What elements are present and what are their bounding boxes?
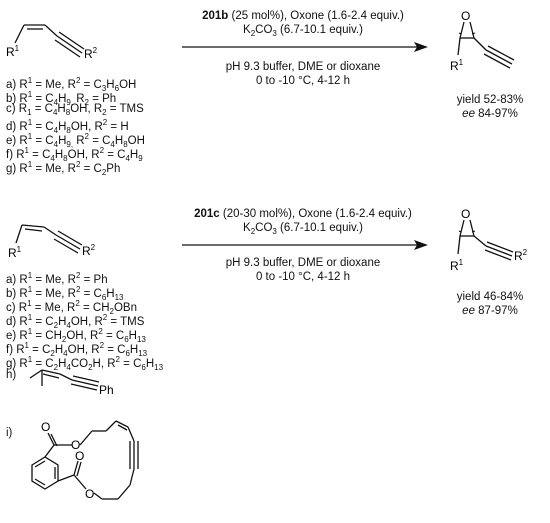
entry-1c: c) R1 = C4H8OH, R2 = TMS [6,103,144,117]
epoxide-oxygen-1: O [461,9,470,23]
entry-2e: e) R1 = CH2OH, R2 = C6H13 [6,327,146,344]
entry-2c: c) R1 = Me, R2 = CH2OBn [6,299,137,316]
r2-label: R2 [84,46,98,61]
ester-oxygen-1: O [71,438,80,452]
base-1: K2CO3 (6.7-10.1 equiv.) [243,24,363,38]
entry-2d: d) R1 = C2H4OH, R2 = TMS [6,313,145,330]
conditions-2-top: 201c (20-30 mol%), Oxone (1.6-2.4 equiv.… [182,207,424,239]
phenyl-label: Ph [99,383,114,397]
r1-label: R1 [6,44,20,59]
ester-oxygen-2: O [85,487,94,501]
carbonyl-oxygen-1: O [41,420,50,434]
base-2: K2CO3 (6.7-10.1 equiv.) [243,222,363,236]
conditions-1-top: 201b (25 mol%), Oxone (1.6-2.4 equiv.) K… [182,9,424,41]
entry-2a: a) R1 = Me, R2 = Ph [6,271,108,286]
entry-1f: f) R1 = C4H8OH, R2 = C4H9 [6,146,143,163]
catalyst-201c: 201c [194,208,220,220]
entry-1d: d) R1 = C4H8OH, R2 = H [6,118,129,135]
reactant-enyne-2: R1 R2 [8,224,96,260]
product-r2-label-2: R2 [514,248,528,263]
product-r1-label-1: R1 [450,58,464,73]
entry-1e: e) R1 = C4H9, R2 = C4H8OH [6,132,145,149]
conditions-1-bottom: pH 9.3 buffer, DME or dioxane 0 to -10 °… [225,61,381,87]
entry-1b: b) R1 = C4H9, R2 = Ph [6,90,117,107]
yield-2: yield 46-84% ee 87-97% [456,291,524,317]
reaction-arrow-2 [182,240,428,250]
entry-2i-macrocycle: O O O O [31,420,139,501]
r2-label-2: R2 [82,243,96,258]
entry-1g: g) R1 = Me, R2 = C2Ph [6,160,121,177]
reaction-arrow-1 [182,42,428,52]
entry-2b: b) R1 = Me, R2 = C6H13 [6,285,124,302]
product-r1-label-2: R1 [450,258,464,273]
entry-2h-structure: Ph [29,369,114,397]
yield-1: yield 52-83% ee 84-97% [456,94,524,120]
r1-label-2: R1 [8,245,22,260]
product-epoxide-2: O R1 R2 [450,207,528,273]
carbonyl-oxygen-2: O [75,449,84,463]
conditions-2-bottom: pH 9.3 buffer, DME or dioxane 0 to -10 °… [225,257,381,283]
entry-2h-label: h) [6,369,17,381]
entry-2f: f) R1 = C2H4OH, R2 = C6H13 [6,341,148,358]
product-epoxide-1: O R1 [450,9,515,73]
catalyst-201b: 201b [202,10,229,22]
entry-2i-label: i) [6,427,13,439]
reactant-enyne-1: R1 R2 [6,24,98,61]
substituent-list-1: a) R1 = Me, R2 = C3H6OH b) R1 = C4H9, R2… [6,74,145,177]
entry-2g: g) R1 = C2H4CO2H, R2 = C6H13 [6,355,164,372]
entry-1a: a) R1 = Me, R2 = C3H6OH [6,76,137,93]
substituent-list-2: a) R1 = Me, R2 = Ph b) R1 = Me, R2 = C6H… [6,269,164,372]
epoxide-oxygen-2: O [461,207,470,221]
